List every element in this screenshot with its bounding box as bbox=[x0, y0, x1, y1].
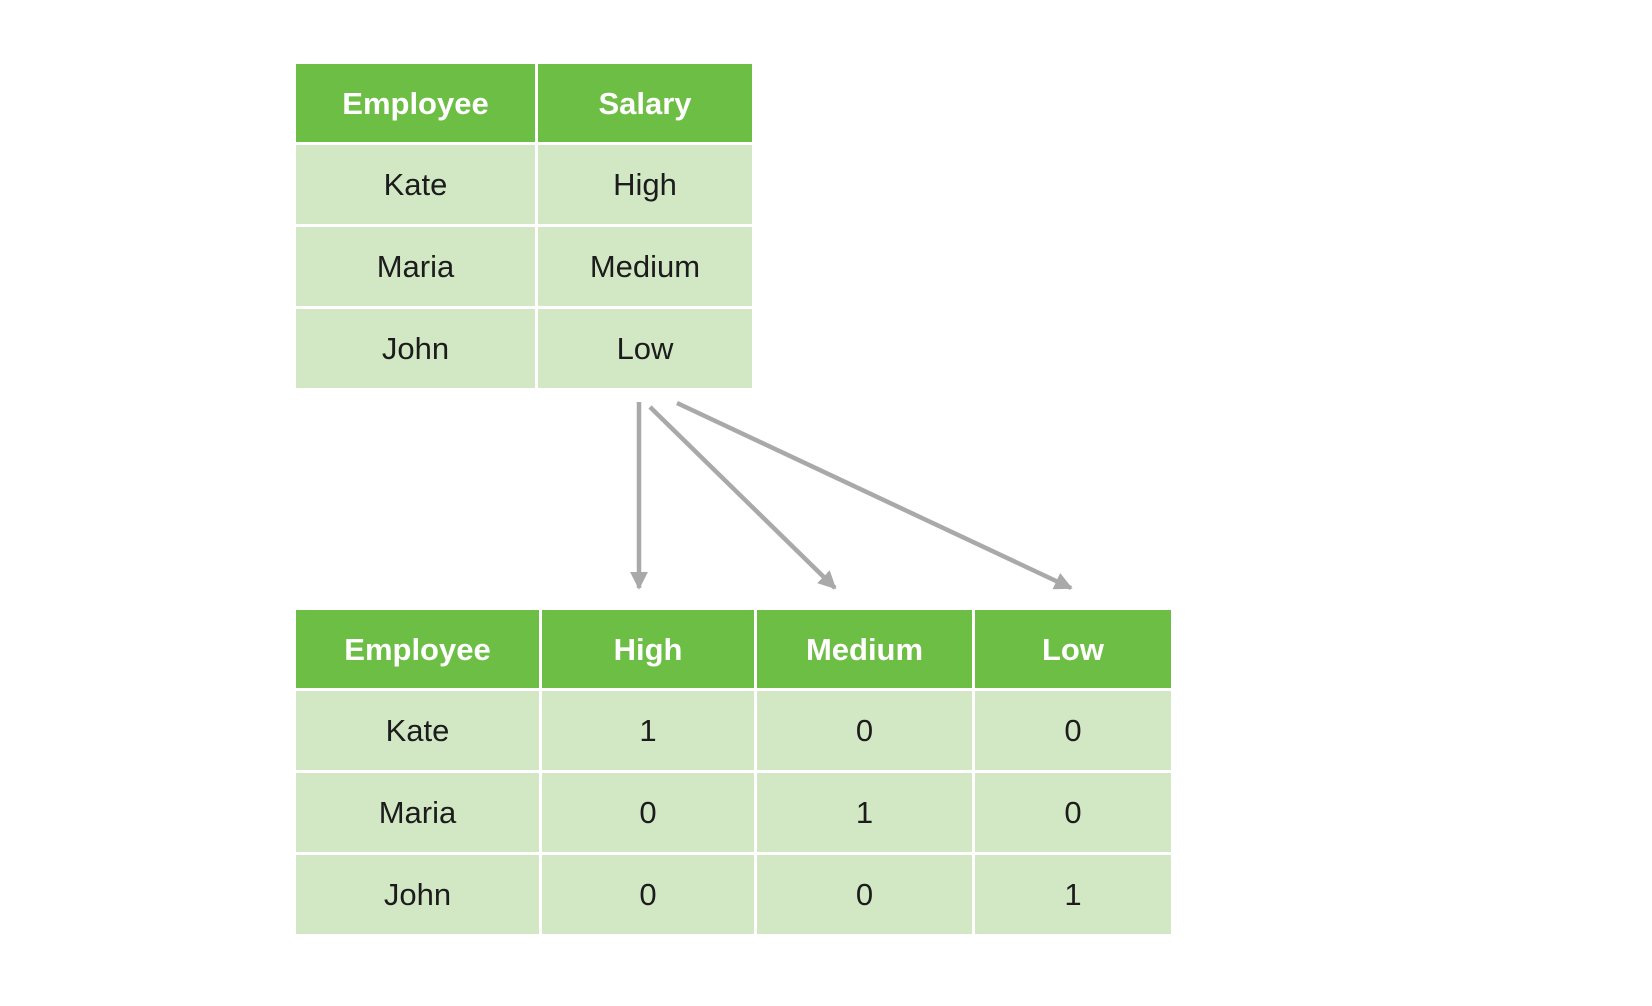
encoded-cell-value: 0 bbox=[542, 773, 754, 852]
encoded-cell-value: 1 bbox=[757, 773, 972, 852]
source-cell-employee: Maria bbox=[296, 227, 535, 306]
encoded-cell-value: 0 bbox=[975, 773, 1171, 852]
encoded-header-employee: Employee bbox=[296, 610, 539, 688]
encoded-header-high: High bbox=[542, 610, 754, 688]
encoded-cell-value: 0 bbox=[542, 855, 754, 934]
source-header-employee: Employee bbox=[296, 64, 535, 142]
encoded-header-medium: Medium bbox=[757, 610, 972, 688]
source-cell-salary: High bbox=[538, 145, 752, 224]
encoded-table: Employee High Medium Low Kate 1 0 0 Mari… bbox=[296, 610, 1171, 934]
encoded-cell-value: 0 bbox=[757, 855, 972, 934]
source-header-salary: Salary bbox=[538, 64, 752, 142]
encoded-cell-employee: Kate bbox=[296, 691, 539, 770]
arrow-to-low-column bbox=[676, 400, 1073, 591]
encoded-header-low: Low bbox=[975, 610, 1171, 688]
source-cell-salary: Low bbox=[538, 309, 752, 388]
source-cell-employee: Kate bbox=[296, 145, 535, 224]
encoded-cell-employee: John bbox=[296, 855, 539, 934]
encoded-cell-value: 0 bbox=[757, 691, 972, 770]
source-cell-employee: John bbox=[296, 309, 535, 388]
encoded-cell-value: 1 bbox=[975, 855, 1171, 934]
encoded-cell-value: 0 bbox=[975, 691, 1171, 770]
arrow-to-medium-column bbox=[648, 405, 837, 590]
source-cell-salary: Medium bbox=[538, 227, 752, 306]
encoded-cell-value: 1 bbox=[542, 691, 754, 770]
encoded-cell-employee: Maria bbox=[296, 773, 539, 852]
source-table: Employee Salary Kate High Maria Medium J… bbox=[296, 64, 752, 388]
